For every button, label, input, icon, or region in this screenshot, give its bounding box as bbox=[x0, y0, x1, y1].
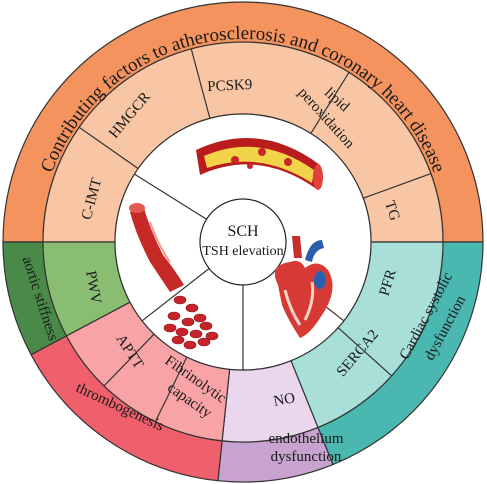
red-blood-cell bbox=[197, 337, 211, 347]
red-blood-cells-illustration bbox=[163, 295, 219, 350]
endothelium-label-2: dysfunction bbox=[271, 449, 342, 465]
red-blood-cell bbox=[193, 313, 207, 323]
middle-divider bbox=[103, 333, 155, 387]
center-label-tsh: TSH elevation bbox=[202, 244, 283, 259]
pwv-label: PWV bbox=[82, 269, 104, 305]
middle-divider bbox=[337, 327, 393, 377]
red-blood-cell bbox=[183, 340, 197, 350]
red-blood-cell bbox=[167, 311, 181, 321]
endothelium-label-1: endothelium bbox=[269, 431, 344, 447]
artery-illustration bbox=[196, 138, 323, 190]
red-blood-cell bbox=[163, 323, 177, 333]
red-blood-cell bbox=[205, 331, 219, 341]
inner-divider bbox=[134, 173, 207, 220]
heart-illustration bbox=[274, 236, 333, 338]
middle-divider bbox=[363, 173, 432, 199]
red-blood-cell bbox=[189, 329, 203, 339]
red-blood-cell bbox=[173, 295, 187, 305]
middle-divider bbox=[78, 126, 139, 170]
red-blood-cell bbox=[199, 321, 213, 331]
red-blood-cell bbox=[171, 335, 185, 345]
pcsk9-label: PCSK9 bbox=[207, 77, 253, 95]
red-blood-cell bbox=[181, 317, 195, 327]
tg-label: TG bbox=[381, 199, 402, 223]
pfr-label: PFR bbox=[377, 268, 400, 298]
red-blood-cell bbox=[185, 303, 199, 313]
center-label-sch: SCH bbox=[227, 223, 259, 240]
center-circle bbox=[199, 198, 287, 286]
red-blood-cell bbox=[175, 327, 189, 337]
middle-divider bbox=[310, 72, 350, 134]
middle-divider bbox=[154, 356, 188, 423]
inner-divider bbox=[141, 268, 210, 322]
blood-vessel-illustration bbox=[129, 203, 184, 292]
no-label: NO bbox=[272, 390, 296, 410]
middle-divider bbox=[190, 48, 211, 119]
